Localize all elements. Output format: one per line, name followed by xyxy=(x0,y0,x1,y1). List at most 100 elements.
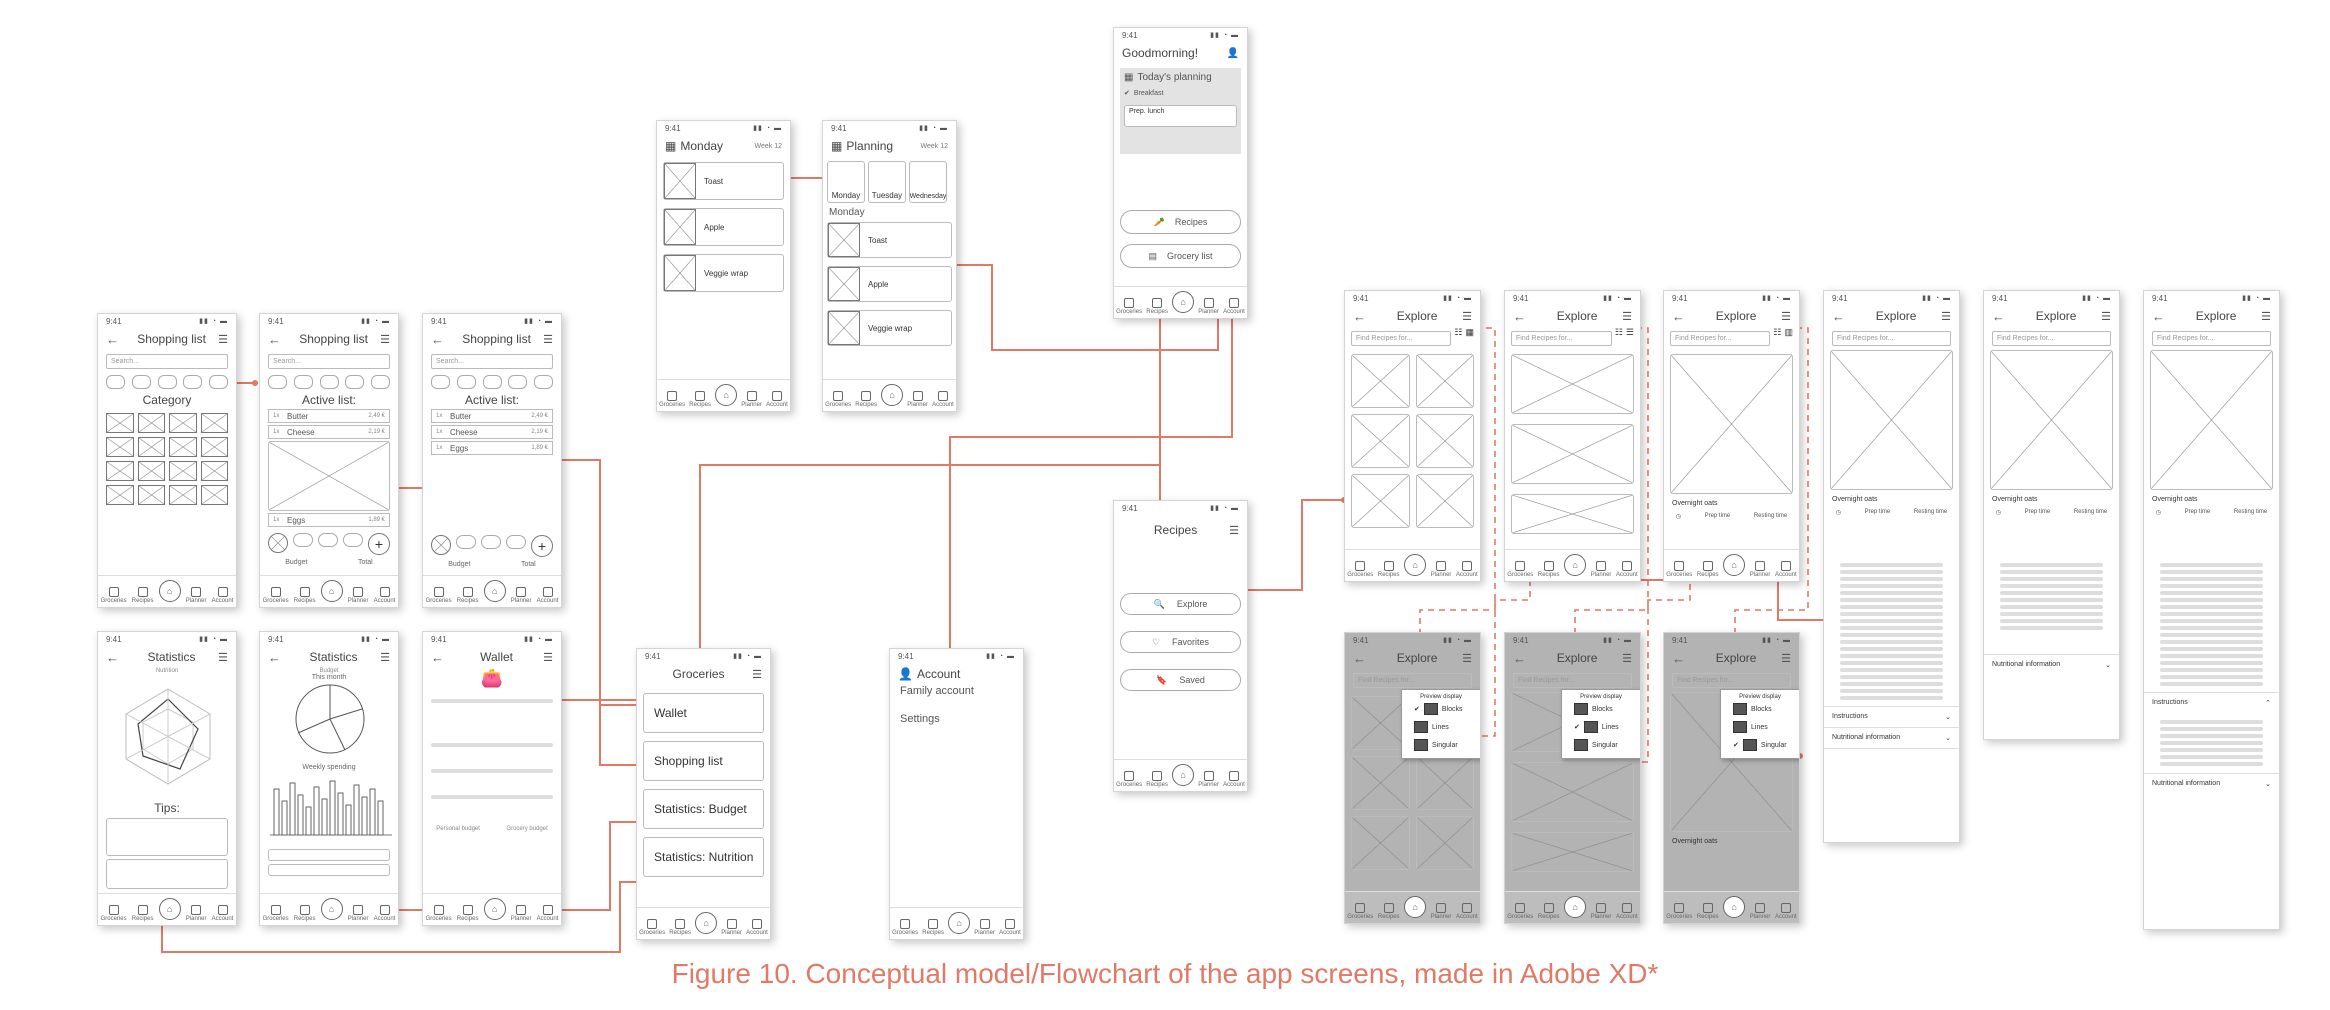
planner-icon[interactable] xyxy=(1203,298,1214,308)
bottom-nav[interactable]: Groceries Recipes ⌂ Planner Account xyxy=(1345,549,1480,581)
bottom-nav[interactable]: Groceries Recipes ⌂ Planner Account xyxy=(1664,549,1799,581)
planner-icon[interactable] xyxy=(1203,771,1214,781)
recipe-tile[interactable] xyxy=(1351,354,1410,408)
recipe-tile[interactable] xyxy=(1415,414,1474,468)
category-chips[interactable] xyxy=(423,373,561,391)
groceries-icon[interactable] xyxy=(1124,298,1135,308)
recipes-icon[interactable] xyxy=(675,919,686,929)
filter-icon[interactable]: ☰ xyxy=(218,333,228,346)
back-arrow-icon[interactable]: ← xyxy=(1513,308,1526,324)
account-settings-icon[interactable]: 👤 xyxy=(1226,47,1239,59)
filter-icon[interactable]: ☰ xyxy=(218,651,228,664)
planner-icon[interactable] xyxy=(726,919,737,929)
bottom-nav[interactable]: Groceries Recipes ⌂ Planner Account xyxy=(890,907,1023,939)
home-icon[interactable]: ⌂ xyxy=(881,384,904,406)
option-singular[interactable]: Singular xyxy=(1406,736,1476,754)
stats-budget-option[interactable]: Statistics: Budget xyxy=(643,789,764,829)
saved-button[interactable]: 🔖Saved xyxy=(1120,669,1241,691)
display-dropdown[interactable]: Preview display Blocks ✔Lines Singular xyxy=(1561,689,1640,759)
filter-icon[interactable]: ☰ xyxy=(380,333,390,346)
recipes-icon[interactable] xyxy=(1543,903,1554,913)
groceries-icon[interactable] xyxy=(667,391,678,401)
filter-icon[interactable]: ☰ xyxy=(2101,310,2111,323)
groceries-icon[interactable] xyxy=(1355,903,1366,913)
planner-icon[interactable] xyxy=(746,391,757,401)
recipes-icon[interactable] xyxy=(1383,903,1394,913)
category-chips[interactable] xyxy=(98,373,236,391)
recipes-icon[interactable] xyxy=(861,391,872,401)
recipes-icon[interactable] xyxy=(137,587,148,597)
planner-icon[interactable] xyxy=(353,587,364,597)
home-icon[interactable]: ⌂ xyxy=(1564,896,1587,918)
settings-link[interactable]: Settings xyxy=(900,713,940,725)
home-icon[interactable]: ⌂ xyxy=(483,898,506,920)
recipes-icon[interactable] xyxy=(928,919,939,929)
back-arrow-icon[interactable]: ← xyxy=(1353,308,1366,324)
savings-field[interactable] xyxy=(268,864,390,876)
account-icon[interactable] xyxy=(1229,771,1239,781)
display-dropdown[interactable]: Preview display Blocks Lines ✔Singular xyxy=(1720,689,1799,759)
planner-icon[interactable] xyxy=(1596,561,1607,571)
recipe-tile[interactable] xyxy=(1415,354,1474,408)
recipes-icon[interactable] xyxy=(1543,561,1554,571)
option-blocks[interactable]: Blocks xyxy=(1566,700,1636,718)
account-icon[interactable] xyxy=(1461,561,1472,571)
account-icon[interactable] xyxy=(542,905,553,915)
groceries-icon[interactable] xyxy=(108,587,119,597)
search-input[interactable]: Find Recipes for... xyxy=(1992,331,2111,346)
filter-icon[interactable]: ☷ xyxy=(1614,327,1623,337)
singular-display-icon[interactable]: ▥ xyxy=(1784,327,1793,337)
planner-icon[interactable] xyxy=(1436,903,1447,913)
home-icon[interactable]: ⌂ xyxy=(1564,554,1587,576)
transaction-row[interactable] xyxy=(431,750,553,766)
grocery-list-button[interactable]: ▤Grocery list xyxy=(1120,244,1241,268)
recipes-icon[interactable] xyxy=(462,587,473,597)
search-bar[interactable]: Find Recipes for...☷☰ xyxy=(1505,327,1640,350)
option-blocks[interactable]: ✔Blocks xyxy=(1406,700,1476,718)
lunch-task[interactable]: Prep. lunch xyxy=(1124,105,1237,127)
home-icon[interactable]: ⌂ xyxy=(1404,554,1427,576)
bottom-nav[interactable]: Groceries Recipes ⌂ Planner Account xyxy=(260,893,398,925)
back-arrow-icon[interactable]: ← xyxy=(1672,308,1685,324)
product-options-panel[interactable] xyxy=(268,441,390,511)
bottom-nav[interactable]: Groceries Recipes ⌂ Planner Account xyxy=(260,575,398,607)
display-dropdown[interactable]: Preview display ✔Blocks Lines Singular xyxy=(1401,689,1480,759)
option-lines[interactable]: ✔Lines xyxy=(1566,718,1636,736)
bottom-nav[interactable]: Groceries Recipes ⌂ Planner Account xyxy=(1114,759,1247,791)
filter-icon[interactable]: ☰ xyxy=(1941,310,1951,323)
bottom-nav[interactable]: Groceries Recipes ⌂ Planner Account xyxy=(1505,891,1640,923)
account-icon[interactable] xyxy=(1780,903,1791,913)
bottom-nav[interactable]: Groceries Recipes ⌂ Planner Account xyxy=(98,893,236,925)
groceries-icon[interactable] xyxy=(900,919,911,929)
bottom-nav[interactable]: Groceries Recipes ⌂ Planner Account xyxy=(1114,286,1247,318)
tab-monday[interactable]: Monday xyxy=(827,161,865,203)
recipes-icon[interactable] xyxy=(462,905,473,915)
bottom-nav[interactable]: Groceries Recipes ⌂ Planner Account xyxy=(1664,891,1799,923)
account-icon[interactable] xyxy=(217,587,228,597)
option-singular[interactable]: ✔Singular xyxy=(1725,736,1795,754)
filter-icon[interactable]: ☰ xyxy=(380,651,390,664)
wallet-option[interactable]: Wallet xyxy=(643,693,764,733)
groceries-icon[interactable] xyxy=(647,919,658,929)
recipe-grid[interactable] xyxy=(1345,350,1480,532)
account-icon[interactable] xyxy=(1229,298,1239,308)
nutrition-toggle[interactable]: Nutritional information⌄ xyxy=(1984,654,2119,675)
account-icon[interactable] xyxy=(1780,561,1791,571)
recipes-icon[interactable] xyxy=(137,905,148,915)
home-icon[interactable]: ⌂ xyxy=(320,898,343,920)
back-arrow-icon[interactable]: ← xyxy=(268,649,281,665)
search-input[interactable]: Search... xyxy=(268,354,390,369)
quick-add-bar[interactable]: + xyxy=(260,529,398,559)
back-arrow-icon[interactable]: ← xyxy=(431,331,444,347)
groceries-icon[interactable] xyxy=(1355,561,1366,571)
planner-icon[interactable] xyxy=(516,905,527,915)
filter-icon[interactable]: ☰ xyxy=(1622,310,1632,323)
recipe-image[interactable] xyxy=(1670,354,1793,494)
back-arrow-icon[interactable]: ← xyxy=(106,649,119,665)
nutrition-toggle[interactable]: Nutritional information⌄ xyxy=(1824,728,1959,749)
search-input[interactable]: Find Recipes for... xyxy=(2152,331,2271,346)
add-icon[interactable]: + xyxy=(368,533,390,555)
account-icon[interactable] xyxy=(752,919,762,929)
